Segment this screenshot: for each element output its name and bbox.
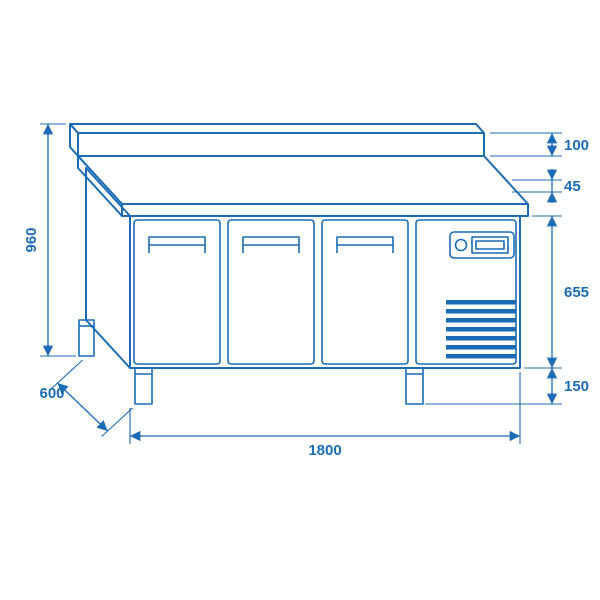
dim-label-overall-height: 960 <box>23 227 40 252</box>
door-3 <box>321 219 409 365</box>
dim-backsplash-height: 100 <box>490 132 589 157</box>
dim-label-leg-height: 150 <box>564 378 589 395</box>
dim-label-overall-depth: 600 <box>39 385 64 402</box>
leg-back-left <box>78 319 95 357</box>
machine-compartment <box>415 219 517 365</box>
dim-overall-width: 1800 <box>129 372 521 459</box>
grille-slat <box>446 300 516 305</box>
backsplash <box>69 123 485 157</box>
door-1-panel <box>133 219 221 365</box>
dim-body-height: 655 <box>524 215 589 369</box>
grille-slat <box>446 318 516 323</box>
display-frame <box>471 236 509 254</box>
control-panel-frame <box>449 231 515 259</box>
grille-slat <box>446 345 516 350</box>
dim-label-backsplash-height: 100 <box>564 137 589 154</box>
dim-overall-depth: 600 <box>39 359 133 437</box>
dim-worktop-thickness: 45 <box>512 169 581 203</box>
dim-label-worktop-thickness: 45 <box>564 178 581 195</box>
body-left-side <box>85 167 131 369</box>
grille-slat <box>446 336 516 341</box>
door-3-panel <box>321 219 409 365</box>
leg-front-left <box>134 367 153 405</box>
worktop-left-edge <box>77 155 123 217</box>
grille-slat <box>446 327 516 332</box>
cabinet <box>69 123 529 405</box>
door-2 <box>227 219 315 365</box>
dim-label-overall-width: 1800 <box>308 442 341 459</box>
door-1 <box>133 219 221 365</box>
machine-panel <box>415 219 517 365</box>
worktop <box>77 155 529 217</box>
display-screen <box>475 240 505 250</box>
doors <box>133 219 409 365</box>
backsplash-front-face <box>77 132 485 157</box>
backsplash-top-surface <box>69 123 485 134</box>
worktop-front-edge <box>121 203 529 217</box>
grille-slat <box>446 309 516 314</box>
door-2-panel <box>227 219 315 365</box>
control-panel <box>449 231 515 259</box>
dim-overall-height: 960 <box>23 123 76 357</box>
grille-slat <box>446 354 516 359</box>
legs <box>78 319 424 405</box>
worktop-top-surface <box>77 155 529 205</box>
dim-label-body-height: 655 <box>564 284 589 301</box>
backsplash-left-edge <box>69 123 79 157</box>
dim-leg-height: 150 <box>425 368 589 405</box>
leg-front-right <box>405 367 424 405</box>
ventilation-grille-icon <box>446 300 516 359</box>
control-knob-icon <box>454 238 468 252</box>
